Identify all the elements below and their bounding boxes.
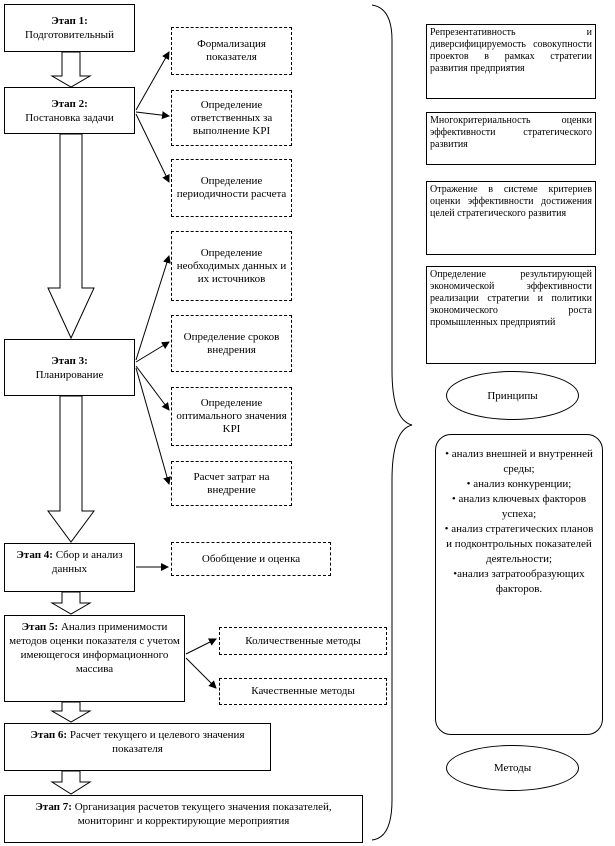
block-arrow-6-7 xyxy=(50,770,92,795)
block-arrow-1-2 xyxy=(50,51,92,88)
block-arrow-2-3 xyxy=(47,133,95,340)
principle-3-text: Отражение в системе критериев оценки эфф… xyxy=(430,184,592,219)
stage-5-label: Этап 5: xyxy=(21,621,59,633)
method-4: • анализ стратегических планов и подконт… xyxy=(444,523,594,565)
block-arrow-4-5 xyxy=(50,591,92,615)
arrow-3-task7 xyxy=(135,367,171,485)
arrow-5-quant xyxy=(185,638,217,655)
task-3-text: Определение периодичности расчета xyxy=(176,175,287,200)
task-6-text: Определение оптимального значения KPI xyxy=(176,397,287,435)
stage-4: Этап 4: Сбор и анализ данных xyxy=(4,543,135,592)
task-6: Определение оптимального значения KPI xyxy=(171,387,292,446)
principle-4-text: Определение результирующей экономической… xyxy=(430,269,592,328)
methods-label: Методы xyxy=(493,762,532,774)
principle-1-text: Репрезентативность и диверсифицируемость… xyxy=(430,27,592,74)
principle-1: Репрезентативность и диверсифицируемость… xyxy=(426,24,596,99)
principles-oval: Принципы xyxy=(446,371,579,420)
stage-6: Этап 6: Расчет текущего и целевого значе… xyxy=(4,723,271,771)
task-qualitative-text: Качественные методы xyxy=(251,685,355,697)
stage-3-label: Этап 3: xyxy=(51,354,88,367)
arrow-2-task2 xyxy=(135,111,170,120)
stage-7: Этап 7: Организация расчетов текущего зн… xyxy=(4,795,363,843)
stage-2-label: Этап 2: xyxy=(51,97,88,110)
task-5-text: Определение сроков внедрения xyxy=(183,330,280,356)
principle-4: Определение результирующей экономической… xyxy=(426,266,596,364)
task-5: Определение сроков внедрения xyxy=(171,315,292,372)
task-quantitative-text: Количественные методы xyxy=(245,634,361,647)
principle-2-text: Многокритериальность оценки эффективност… xyxy=(430,115,592,150)
task-4: Определение необходимых данных и их исто… xyxy=(171,231,292,301)
method-5: •анализ затратообразующих факторов. xyxy=(453,568,585,595)
task-7-text: Расчет затрат на внедрение xyxy=(193,470,270,496)
task-qualitative: Качественные методы xyxy=(219,678,387,705)
block-arrow-3-4 xyxy=(47,395,95,543)
task-4-text: Определение необходимых данных и их исто… xyxy=(176,246,287,285)
task-7: Расчет затрат на внедрение xyxy=(171,461,292,506)
task-1-text: Формализация показателя xyxy=(197,38,266,63)
stage-6-label: Этап 6: xyxy=(30,729,68,741)
task-2-text: Определение ответственных за выполнение … xyxy=(190,98,273,137)
stage-7-text: Организация расчетов текущего значения п… xyxy=(74,801,332,827)
task-1: Формализация показателя xyxy=(171,27,292,75)
stage-4-label: Этап 4: xyxy=(16,549,53,561)
block-arrow-5-6 xyxy=(50,701,92,723)
stage-3: Этап 3: Планирование xyxy=(4,339,135,396)
method-3: • анализ ключевых факторов успеха; xyxy=(451,493,587,520)
task-3: Определение периодичности расчета xyxy=(171,159,292,217)
arrow-3-task6 xyxy=(135,365,170,411)
methods-oval: Методы xyxy=(446,745,579,791)
arrow-2-task3 xyxy=(135,113,170,183)
stage-4-text: Сбор и анализ данных xyxy=(51,549,123,575)
stage-6-text: Расчет текущего и целевого значения пока… xyxy=(69,729,245,755)
task-quantitative: Количественные методы xyxy=(219,627,387,655)
stage-2: Этап 2: Постановка задачи xyxy=(4,87,135,134)
arrow-2-task1 xyxy=(135,51,170,111)
stage-5: Этап 5: Анализ применимости методов оцен… xyxy=(4,615,185,702)
stage-1-text: Подготовительный xyxy=(25,29,114,41)
principle-2: Многокритериальность оценки эффективност… xyxy=(426,112,596,165)
arrow-3-task5 xyxy=(135,341,170,363)
stage-5-text: Анализ применимости методов оценки показ… xyxy=(9,621,180,675)
stage-3-text: Планирование xyxy=(35,368,104,381)
principle-3: Отражение в системе критериев оценки эфф… xyxy=(426,181,596,255)
principles-label: Принципы xyxy=(487,389,538,402)
arrow-3-task4 xyxy=(135,255,171,361)
curly-brace xyxy=(371,4,413,841)
method-1: • анализ внешней и внутренней среды; xyxy=(445,448,593,475)
task-2: Определение ответственных за выполнение … xyxy=(171,90,292,146)
arrow-5-qual xyxy=(185,657,217,689)
stage-1: Этап 1: Подготовительный xyxy=(4,4,135,52)
method-2: • анализ конкуренции; xyxy=(466,478,572,490)
stage-1-label: Этап 1: xyxy=(51,15,88,27)
task-stage4-text: Обобщение и оценка xyxy=(201,552,301,565)
stage-7-label: Этап 7: xyxy=(35,801,72,813)
stage-2-text: Постановка задачи xyxy=(25,111,114,124)
task-stage4: Обобщение и оценка xyxy=(171,542,331,576)
methods-box: • анализ внешней и внутренней среды; • а… xyxy=(435,434,603,735)
